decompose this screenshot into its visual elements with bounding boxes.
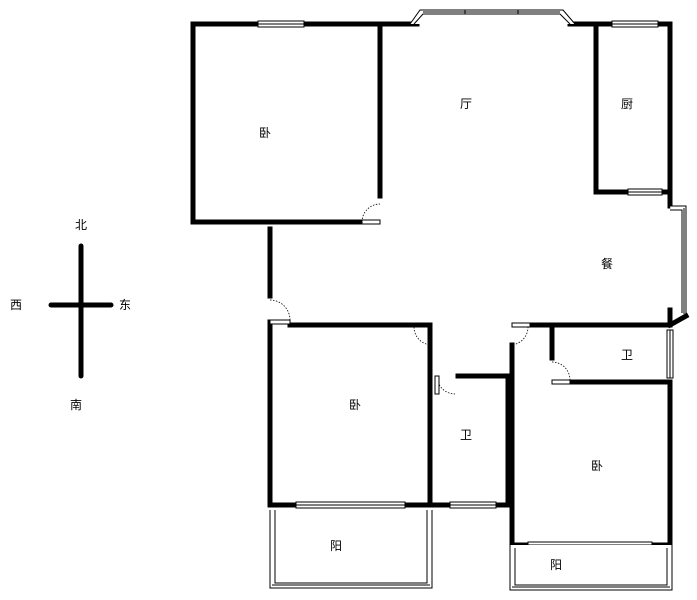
door-bedroom-sw [269,299,291,321]
room-label-bath-east: 卫 [621,348,633,362]
door-bath-center [436,375,456,395]
wall-bedroom-nw [190,21,383,225]
door-bedroom-nw [361,203,381,223]
door-bedroom-se [509,326,529,346]
compass: 北 南 东 西 [10,218,131,412]
wall-east-corner [666,312,690,329]
room-label-bedroom-se: 卧 [591,459,603,473]
compass-south-label: 南 [70,397,82,412]
room-label-bath-center: 卫 [460,428,472,442]
room-label-bedroom-sw: 卧 [349,398,361,412]
door-bath-east [551,361,571,381]
compass-west-label: 西 [10,298,22,312]
room-label-living: 厅 [460,97,472,111]
room-labels: 卧 厅 厨 餐 卫 卧 卫 卧 阳 阳 [259,97,633,572]
compass-east-label: 东 [119,298,131,312]
room-label-dining: 餐 [601,256,613,271]
room-label-balcony-sw: 阳 [330,539,342,553]
wall-bath-center [455,373,511,508]
room-label-bedroom-nw: 卧 [259,126,271,140]
doors [269,203,571,395]
room-label-balcony-se: 阳 [550,558,562,572]
windows [257,9,687,591]
room-label-kitchen: 厨 [621,97,633,111]
compass-north-label: 北 [75,218,87,232]
walls [190,21,690,548]
